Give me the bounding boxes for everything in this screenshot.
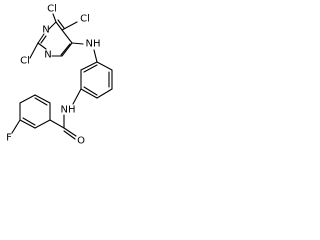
bond <box>11 119 21 134</box>
bond <box>34 97 48 106</box>
bond <box>61 29 73 44</box>
bond <box>29 42 39 59</box>
bond <box>57 19 65 29</box>
atom-nh-upper: NH <box>86 39 101 50</box>
atom-nh-lower: NH <box>61 105 76 116</box>
atom-fluorine: F <box>6 133 12 144</box>
bond <box>72 88 82 105</box>
atom-cl-left: Cl <box>20 56 30 67</box>
atom-oxygen: O <box>77 136 85 147</box>
bond <box>61 21 78 31</box>
bond <box>34 94 51 104</box>
fluorophenyl-ring <box>19 94 51 129</box>
bond <box>34 119 51 129</box>
atom-cl-top: Cl <box>47 4 57 15</box>
bond <box>22 117 36 126</box>
bond <box>83 64 98 73</box>
bond <box>60 43 71 56</box>
bond <box>61 42 73 57</box>
bond <box>19 94 36 104</box>
bond <box>19 119 36 129</box>
bond <box>52 13 57 23</box>
atom-n-upper: N <box>42 25 49 36</box>
bond <box>37 33 45 44</box>
bond <box>96 88 113 99</box>
bond <box>49 119 65 129</box>
bond <box>55 21 63 31</box>
bond <box>40 35 47 44</box>
bond <box>96 61 113 71</box>
atom-cl-upper-right: Cl <box>80 14 90 25</box>
bond <box>83 86 98 96</box>
central-benzene-ring <box>80 61 113 99</box>
pyrimidine-ring <box>37 19 73 57</box>
bond <box>48 21 57 30</box>
bond <box>37 42 47 50</box>
bond <box>80 88 98 99</box>
atom-n-lower: N <box>44 50 51 61</box>
bond <box>93 49 98 63</box>
chemical-structure: Cl Cl N N Cl NH NH O F <box>6 4 113 147</box>
bond <box>71 42 84 45</box>
bond <box>80 61 98 71</box>
bond <box>63 130 76 140</box>
structure-canvas: Cl Cl N N Cl NH NH O F <box>0 0 127 189</box>
bond <box>63 127 77 137</box>
